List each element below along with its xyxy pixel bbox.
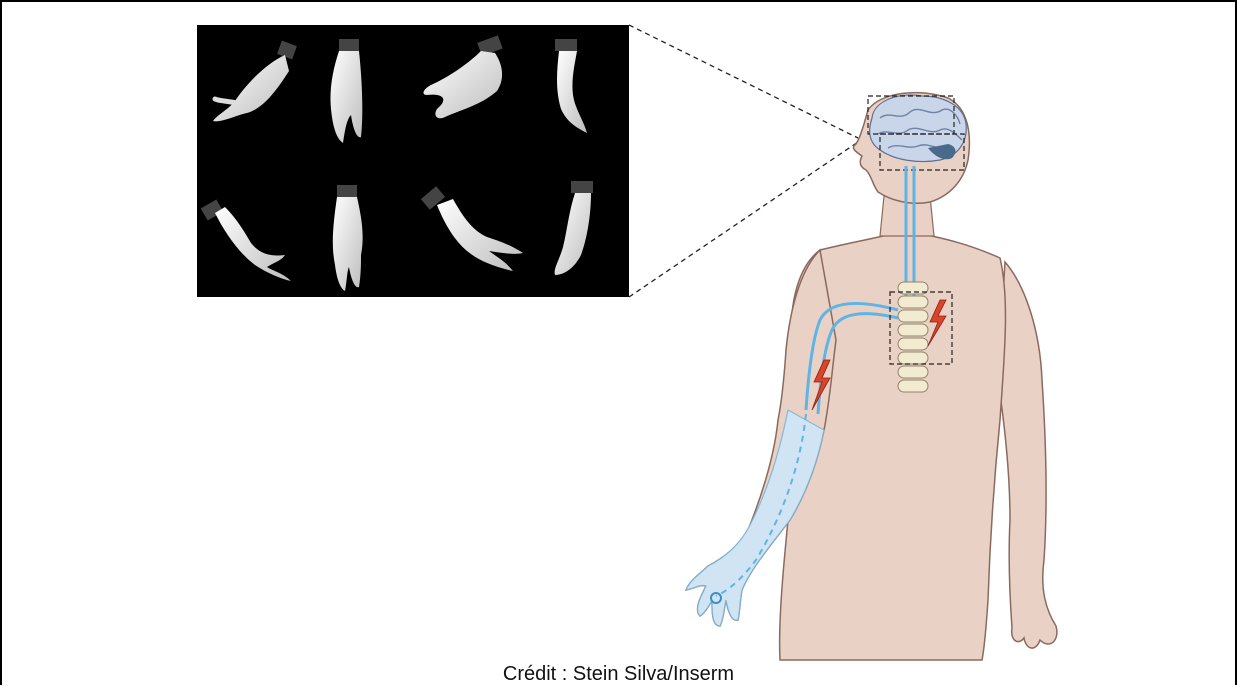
image-credit: Crédit : Stein Silva/Inserm	[0, 662, 1237, 686]
human-figure-icon	[686, 93, 1057, 660]
projection-line-top	[629, 25, 858, 138]
